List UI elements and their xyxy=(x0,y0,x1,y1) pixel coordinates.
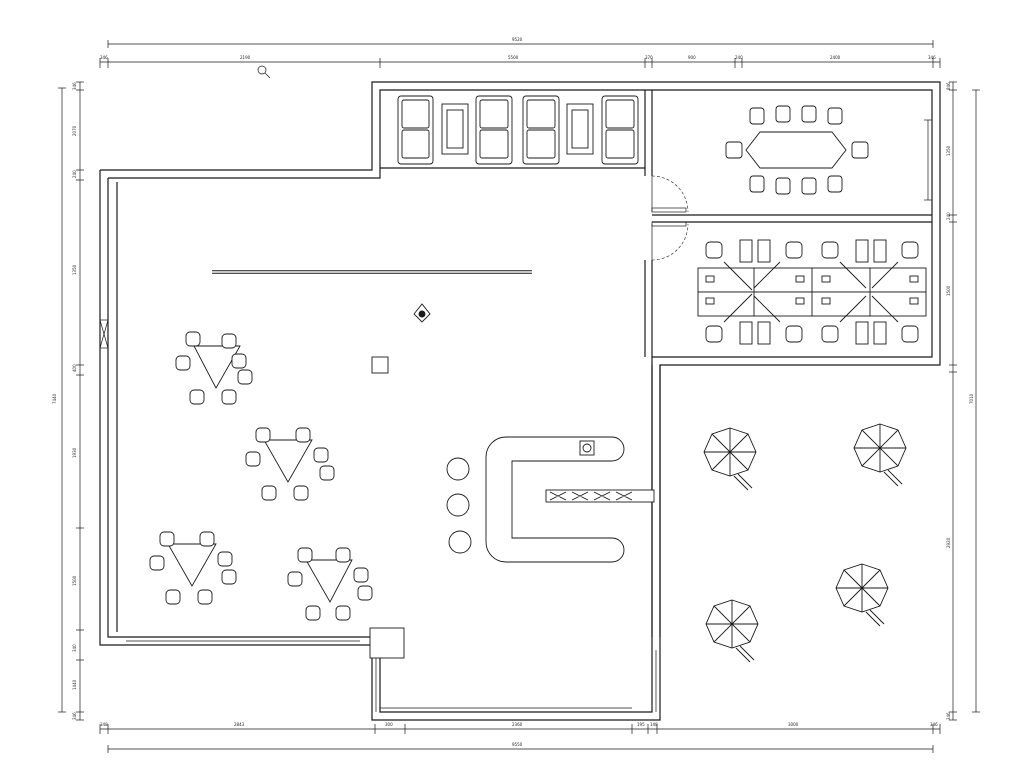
dim-bottom-overall: 9550 xyxy=(512,742,523,747)
cafe-table-cluster-2 xyxy=(245,427,335,501)
dim-left-4: 1350 xyxy=(72,264,77,275)
magnifier-icon[interactable] xyxy=(257,65,271,79)
dim-bottom-4: 2360 xyxy=(512,722,523,727)
dim-top-overall: 9520 xyxy=(512,37,523,42)
umbrella-4 xyxy=(705,599,759,663)
dim-bottom-3: 300 xyxy=(385,722,393,727)
dim-left-8: 340 xyxy=(72,644,77,652)
windows xyxy=(99,119,932,713)
dim-left-6: 1930 xyxy=(72,447,77,458)
dim-top-6: 240 xyxy=(735,55,743,60)
dim-left-10: 346 xyxy=(72,712,77,720)
dim-left-7: 1500 xyxy=(72,575,77,586)
dimension-bottom xyxy=(99,724,941,753)
dim-left-1: 346 xyxy=(72,82,77,90)
dim-top-3: 5500 xyxy=(508,55,519,60)
dim-right-4: 1500 xyxy=(946,285,951,296)
conference-table xyxy=(745,131,847,169)
dim-left-3: 240 xyxy=(72,170,77,178)
pillar xyxy=(371,356,389,374)
dim-right-6: 346 xyxy=(946,712,951,720)
dim-top-5: 900 xyxy=(688,55,696,60)
dimension-right xyxy=(949,81,980,721)
dim-top-8: 346 xyxy=(928,55,936,60)
dim-bottom-2: 2843 xyxy=(234,722,245,727)
dim-bottom-5: 195 xyxy=(637,722,645,727)
dim-right-5: 2920 xyxy=(946,537,951,548)
umbrella-2 xyxy=(853,423,907,487)
dim-top-2: 2190 xyxy=(240,55,251,60)
dim-right-overall: 7010 xyxy=(969,393,974,404)
sofa-1 xyxy=(397,95,434,165)
umbrella-3 xyxy=(835,563,889,627)
dim-bottom-8: 346 xyxy=(930,722,938,727)
dimension-top xyxy=(99,40,941,68)
dim-bottom-7: 3000 xyxy=(788,722,799,727)
coffee-table-1 xyxy=(441,103,469,155)
dim-left-5: 400 xyxy=(72,364,77,372)
dim-top-1: 346 xyxy=(100,55,108,60)
dim-left-9: 1440 xyxy=(72,679,77,690)
dim-bottom-1: 348 xyxy=(100,722,108,727)
coffee-table-2 xyxy=(566,103,594,155)
dim-top-4: 370 xyxy=(645,55,653,60)
dim-right-2: 1350 xyxy=(946,145,951,156)
dim-bottom-6: 148 xyxy=(650,722,658,727)
dim-left-2: 2070 xyxy=(72,125,77,136)
dim-left-overall: 7440 xyxy=(52,393,57,404)
round-tables xyxy=(446,457,472,554)
bar-counter xyxy=(485,436,655,563)
conference-chairs xyxy=(725,105,869,195)
cafe-table-cluster-3 xyxy=(149,531,237,605)
sofa-2 xyxy=(475,95,513,165)
dim-top-7: 2400 xyxy=(830,55,841,60)
dimension-left xyxy=(58,81,84,721)
cafe-table-cluster-4 xyxy=(287,547,373,621)
umbrella-1 xyxy=(703,427,757,491)
doors xyxy=(651,175,689,261)
lounge-sofa-set xyxy=(397,95,639,165)
conference-table-set xyxy=(725,105,869,195)
sofa-4 xyxy=(601,95,639,165)
sofa-3 xyxy=(522,95,560,165)
entrance-planter xyxy=(369,627,405,659)
dim-right-1: 846 xyxy=(946,82,951,90)
dim-right-3: 240 xyxy=(946,212,951,220)
column-marker xyxy=(413,303,431,323)
cafe-table-cluster-1 xyxy=(175,331,253,405)
office-workstations xyxy=(697,239,927,345)
